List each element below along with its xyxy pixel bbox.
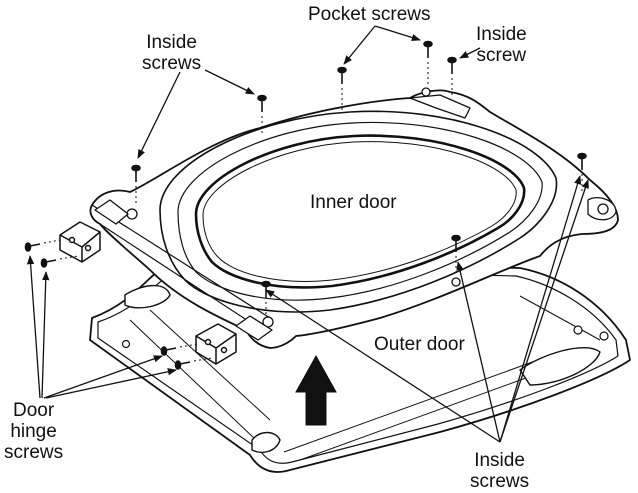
screw-icon xyxy=(131,164,141,206)
screw-icon xyxy=(451,234,461,276)
inside-screw-label: Inside screw xyxy=(476,24,527,66)
door-hinge-center xyxy=(195,323,237,365)
screw-icon xyxy=(447,56,457,96)
inner-door-label: Inner door xyxy=(310,192,397,213)
leader-lines xyxy=(26,25,589,443)
screw-icon xyxy=(160,343,199,356)
outer-door-label: Outer door xyxy=(374,334,465,355)
door-hinge-left xyxy=(59,221,101,263)
screw-icon xyxy=(577,152,587,192)
inside-screws-bottom-label: Inside screws xyxy=(470,450,530,492)
screw-icon xyxy=(423,40,433,84)
screw-icon xyxy=(40,255,79,268)
screw-icon xyxy=(174,357,213,370)
screw-icon xyxy=(24,239,61,252)
screw-icon xyxy=(257,94,267,134)
door-hinge-screws-label: Door hinge screws xyxy=(4,400,64,463)
inside-screws-left-label: Inside screws xyxy=(142,32,202,74)
screw-icon xyxy=(337,66,347,110)
pocket-screws-label: Pocket screws xyxy=(308,4,431,25)
screws xyxy=(24,40,587,370)
arrow-up-icon xyxy=(295,354,337,426)
